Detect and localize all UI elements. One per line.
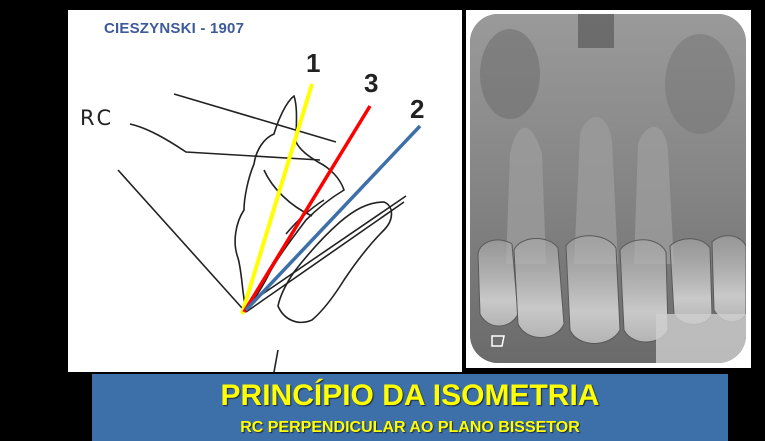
guide-lines: [118, 94, 406, 372]
lower-guide-line: [118, 170, 242, 308]
line-label-3: 3: [364, 68, 378, 99]
line-3-red: [244, 106, 370, 312]
line-label-1: 1: [306, 48, 320, 79]
tooth-crown-outline: [264, 170, 312, 216]
diagram-title: CIESZYNSKI - 1907: [104, 20, 244, 37]
radiograph-panel: [466, 10, 751, 368]
radiograph-drawing: [470, 14, 746, 363]
rc-label: RC: [80, 106, 114, 130]
title-banner: PRINCÍPIO DA ISOMETRIA RC PERPENDICULAR …: [92, 374, 728, 441]
plane-line: [242, 196, 406, 308]
bottom-tick: [274, 350, 278, 372]
dental-radiograph-image: [470, 14, 746, 363]
banner-title: PRINCÍPIO DA ISOMETRIA: [92, 379, 728, 413]
line-label-2: 2: [410, 94, 424, 125]
tooth-lower-outline: [278, 202, 392, 322]
isometry-diagram-panel: CIESZYNSKI - 1907 RC 1 3 2: [68, 10, 462, 372]
tooth-diagram: [68, 10, 462, 372]
upper-guide-line: [174, 94, 336, 142]
banner-subtitle: RC PERPENDICULAR AO PLANO BISSETOR: [92, 419, 728, 437]
pulp-outline: [286, 200, 324, 234]
